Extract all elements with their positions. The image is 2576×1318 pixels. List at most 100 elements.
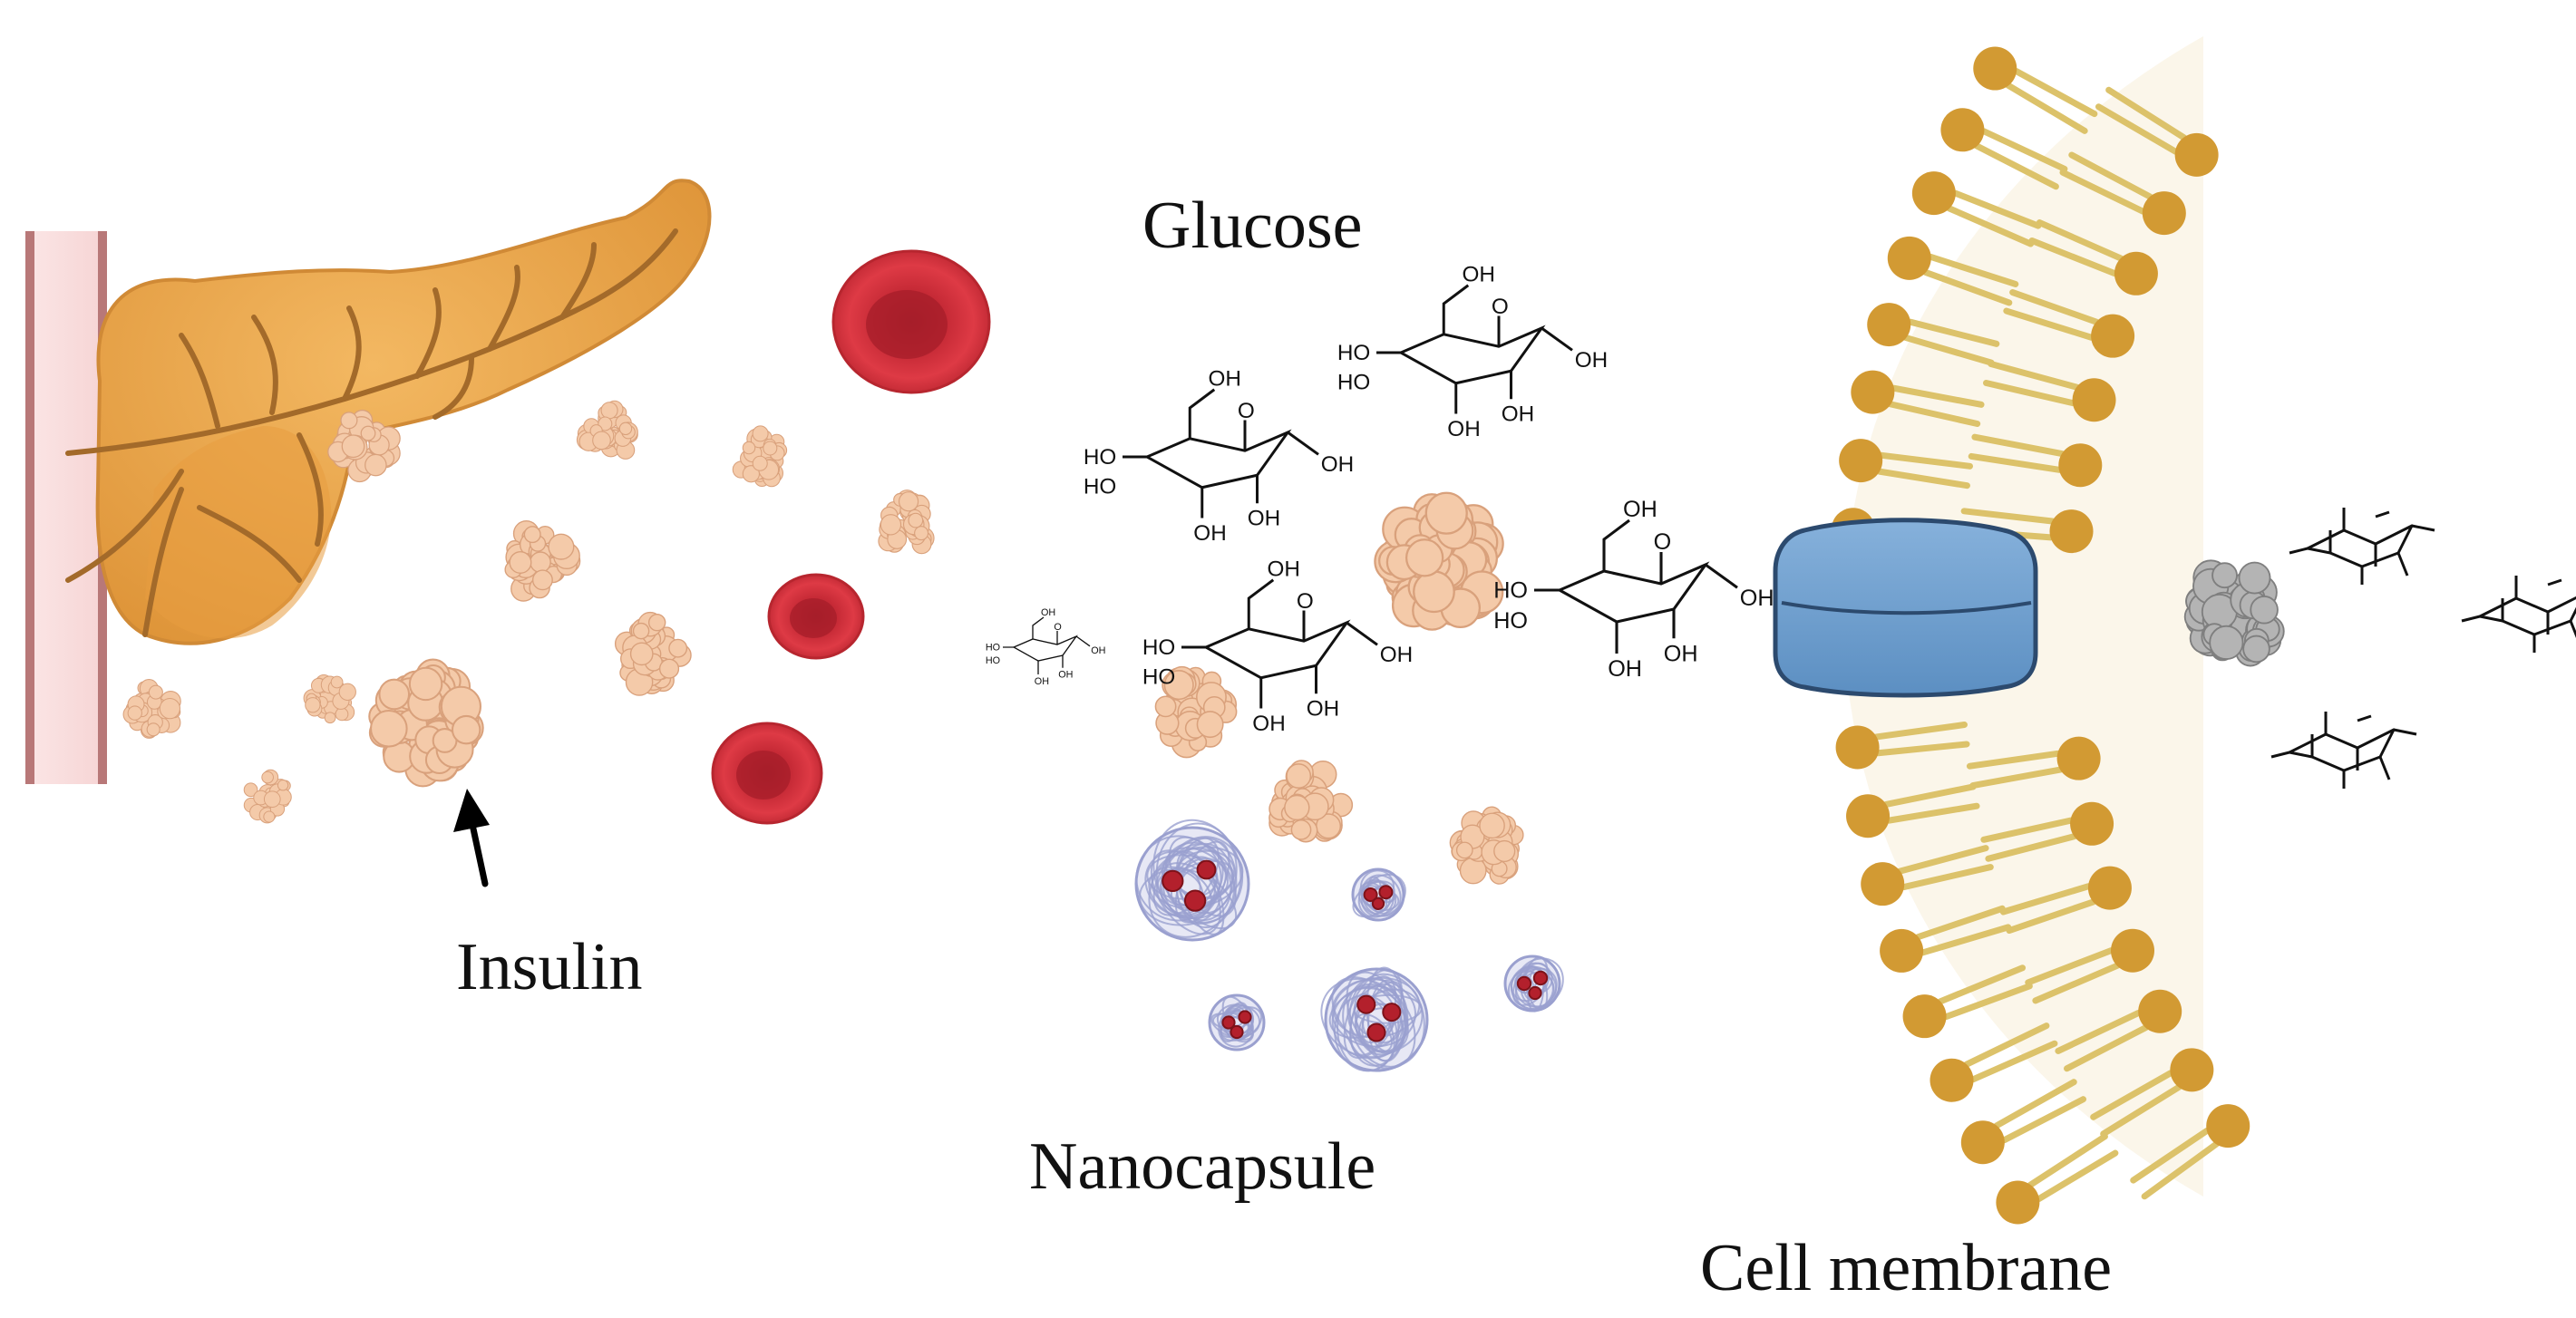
insulin-molecules [122, 400, 1524, 885]
hydroxyl-label: OH [1447, 417, 1480, 441]
glucose-transport-channel [1773, 518, 2038, 698]
insulin-molecule [303, 674, 356, 724]
hydroxyl-label: OH [1307, 697, 1339, 722]
hydroxyl-label: OH [1209, 367, 1241, 392]
hydroxyl-label: OH [1193, 521, 1226, 546]
hydroxyl-label: OH [1623, 497, 1657, 522]
hydroxyl-label: OH [1608, 656, 1642, 682]
nanocapsule [1134, 819, 1250, 942]
red-blood-cell [711, 722, 823, 825]
red-blood-cell [831, 249, 991, 394]
hydroxyl-label: HO [986, 643, 1000, 654]
nanocapsule [1351, 867, 1406, 922]
insulin-molecule [1374, 491, 1504, 631]
phospholipid [1999, 866, 2132, 935]
phospholipid [2059, 151, 2186, 236]
phospholipid [1940, 108, 2068, 190]
phospholipid [1930, 1022, 2058, 1102]
internalized-glucose [2270, 508, 2576, 789]
hydroxyl-label: HO [1337, 371, 1370, 395]
hydroxyl-label: HO [1337, 341, 1370, 365]
phospholipid [2025, 928, 2155, 1004]
hydroxyl-label: OH [1740, 586, 1774, 611]
hydroxyl-label: OH [1268, 557, 1300, 582]
insulin-molecule [614, 611, 692, 696]
insulin-arrow [453, 789, 490, 887]
phospholipid [1880, 905, 2012, 973]
insulin-molecule [1154, 665, 1238, 759]
nanocapsule [1208, 993, 1266, 1051]
hydroxyl-label: HO [986, 655, 1000, 666]
hydroxyl-label: OH [1058, 670, 1073, 681]
hydroxyl-label: OH [1380, 643, 1413, 667]
phospholipid [1980, 801, 2114, 862]
phospholipid [1973, 46, 2098, 134]
phospholipid [1911, 171, 2042, 247]
nanocapsules [1134, 819, 1564, 1072]
glucose-molecules: OHHOHOOHOHOHOOHHOHOOHOHOHOOHHOHOOHOHOHOO… [986, 263, 1774, 736]
phospholipid [1960, 1079, 2087, 1165]
insulin-molecule [243, 769, 292, 824]
hydroxyl-label: OH [1248, 507, 1280, 531]
red-blood-cells [711, 249, 991, 825]
glucose-chair-molecule [2289, 508, 2435, 585]
phospholipid [1835, 722, 1970, 770]
phospholipid [1966, 736, 2101, 790]
glucose-label: Glucose [1142, 189, 1363, 263]
insulin-label: Insulin [456, 930, 643, 1004]
insulin-molecule [732, 425, 788, 488]
hydroxyl-label: OH [1575, 348, 1608, 373]
phospholipid [1996, 1133, 2119, 1225]
hydroxyl-label: HO [1142, 635, 1175, 660]
nanocapsule-label: Nanocapsule [1029, 1129, 1376, 1204]
red-blood-cell [767, 573, 865, 660]
bound-insulin [2183, 559, 2285, 667]
phospholipid [2130, 1104, 2250, 1200]
nanocapsule [1320, 966, 1429, 1072]
hydroxyl-label: OH [1252, 712, 1285, 736]
insulin-molecule [368, 658, 484, 788]
phospholipid [2003, 289, 2135, 358]
bound-insulin-molecule [2183, 559, 2285, 667]
hydroxyl-label: HO [1084, 445, 1116, 470]
cell-membrane-label: Cell membrane [1700, 1231, 2113, 1305]
hydroxyl-label: OH [1502, 402, 1534, 427]
insulin-molecule [1269, 760, 1354, 843]
phospholipid [2055, 989, 2182, 1072]
hydroxyl-label: HO [1142, 665, 1175, 690]
insulin-molecule [504, 520, 581, 602]
hydroxyl-label: OH [1463, 263, 1495, 287]
insulin-molecule [878, 489, 935, 555]
hydroxyl-label: HO [1084, 475, 1116, 499]
phospholipid [1902, 964, 2033, 1039]
insulin-molecule [576, 400, 638, 460]
phospholipid [1867, 303, 2000, 366]
blood-vessel [25, 231, 107, 784]
ring-oxygen-label: O [1492, 295, 1509, 319]
hydroxyl-label: HO [1493, 577, 1528, 603]
phospholipid [2095, 86, 2219, 177]
phospholipid [2028, 219, 2158, 296]
ring-oxygen-label: O [1054, 622, 1061, 633]
phospholipid [1846, 783, 1980, 838]
glucose-molecule: OH HO HO OH OH OH O [1337, 263, 1608, 441]
ring-oxygen-label: O [1654, 529, 1672, 555]
hydroxyl-label: OH [1091, 645, 1105, 656]
glucose-chair-molecule [2270, 712, 2417, 789]
phospholipid [2090, 1048, 2214, 1138]
ring-oxygen-label: O [1238, 399, 1255, 423]
phospholipid [1839, 439, 1973, 489]
phospholipid [1968, 433, 2103, 488]
phospholipid [1983, 361, 2116, 422]
hydroxyl-label: HO [1493, 608, 1528, 634]
insulin-molecule [1449, 806, 1524, 885]
hydroxyl-label: OH [1041, 607, 1055, 618]
hydroxyl-label: OH [1035, 676, 1049, 687]
nanocapsule [1503, 955, 1564, 1013]
insulin-molecule [122, 679, 181, 739]
